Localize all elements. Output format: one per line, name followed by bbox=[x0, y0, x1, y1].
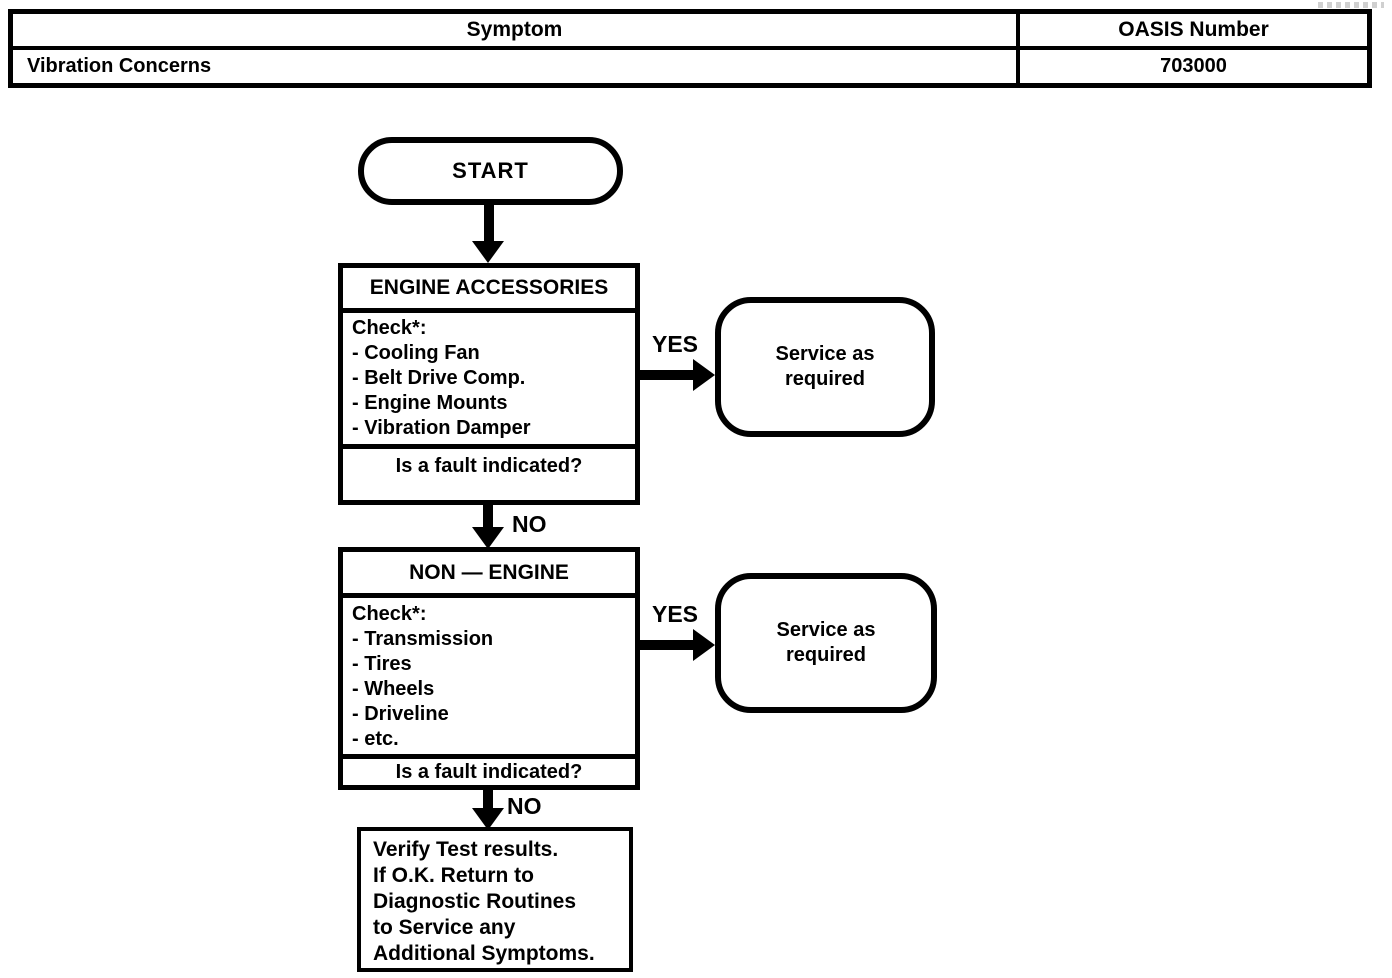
column-header-symptom: Symptom bbox=[13, 14, 1020, 50]
end-text-line: Diagnostic Routines bbox=[373, 890, 577, 913]
arrow-no2-shaft bbox=[483, 788, 493, 808]
check-item: - Vibration Damper bbox=[352, 417, 531, 439]
check-heading: Check*: bbox=[352, 603, 427, 625]
non-engine-checklist: Check*: - Transmission - Tires - Wheels … bbox=[343, 598, 635, 759]
end-text-line: Additional Symptoms. bbox=[373, 942, 595, 965]
no-label-1: NO bbox=[512, 511, 547, 537]
end-text-line: to Service any bbox=[373, 916, 516, 939]
column-header-oasis-number: OASIS Number bbox=[1020, 14, 1367, 50]
start-node: START bbox=[358, 137, 623, 205]
check-item: - Cooling Fan bbox=[352, 342, 480, 364]
arrow-start-head-icon bbox=[472, 241, 504, 263]
engine-accessories-checklist: Check*: - Cooling Fan - Belt Drive Comp.… bbox=[343, 313, 635, 449]
no-label-2: NO bbox=[507, 793, 542, 819]
engine-accessories-title: ENGINE ACCESSORIES bbox=[343, 268, 635, 313]
arrow-yes2-shaft bbox=[640, 640, 693, 650]
non-engine-node: NON — ENGINE Check*: - Transmission - Ti… bbox=[338, 547, 640, 790]
service-as-required-node-1: Service as required bbox=[715, 297, 935, 437]
fault-question: Is a fault indicated? bbox=[395, 761, 583, 783]
arrow-no1-head-icon bbox=[472, 527, 504, 549]
service-label: Service as required bbox=[775, 343, 875, 390]
check-heading: Check*: bbox=[352, 317, 427, 339]
yes-label-1: YES bbox=[652, 331, 699, 357]
oasis-number-cell: 703000 bbox=[1160, 55, 1227, 77]
symptom-table: Symptom OASIS Number Vibration Concerns … bbox=[8, 9, 1372, 88]
service-label: Service as required bbox=[776, 619, 876, 666]
arrow-yes1-head-icon bbox=[693, 359, 715, 391]
arrow-no2-head-icon bbox=[472, 808, 504, 830]
arrow-no1-shaft bbox=[483, 503, 493, 527]
check-item: - Driveline bbox=[352, 703, 449, 725]
check-item: - Wheels bbox=[352, 678, 435, 700]
verify-results-node: Verify Test results. If O.K. Return to D… bbox=[357, 827, 633, 972]
service-as-required-node-2: Service as required bbox=[715, 573, 937, 713]
check-item: - Belt Drive Comp. bbox=[352, 367, 526, 389]
check-item: - Engine Mounts bbox=[352, 392, 508, 414]
end-text-line: If O.K. Return to bbox=[373, 864, 534, 887]
non-engine-title: NON — ENGINE bbox=[343, 552, 635, 598]
symptom-cell: Vibration Concerns bbox=[13, 50, 1020, 83]
yes-label-2: YES bbox=[652, 601, 699, 627]
end-text-line: Verify Test results. bbox=[373, 838, 559, 861]
start-label: START bbox=[452, 158, 529, 183]
arrow-yes1-shaft bbox=[640, 370, 693, 380]
scan-artifact bbox=[1318, 2, 1384, 8]
check-item: - Transmission bbox=[352, 628, 494, 650]
check-item: - Tires bbox=[352, 653, 412, 675]
engine-accessories-node: ENGINE ACCESSORIES Check*: - Cooling Fan… bbox=[338, 263, 640, 505]
check-item: - etc. bbox=[352, 728, 399, 750]
arrow-yes2-head-icon bbox=[693, 629, 715, 661]
fault-question: Is a fault indicated? bbox=[395, 455, 583, 477]
arrow-start-shaft bbox=[484, 203, 494, 241]
